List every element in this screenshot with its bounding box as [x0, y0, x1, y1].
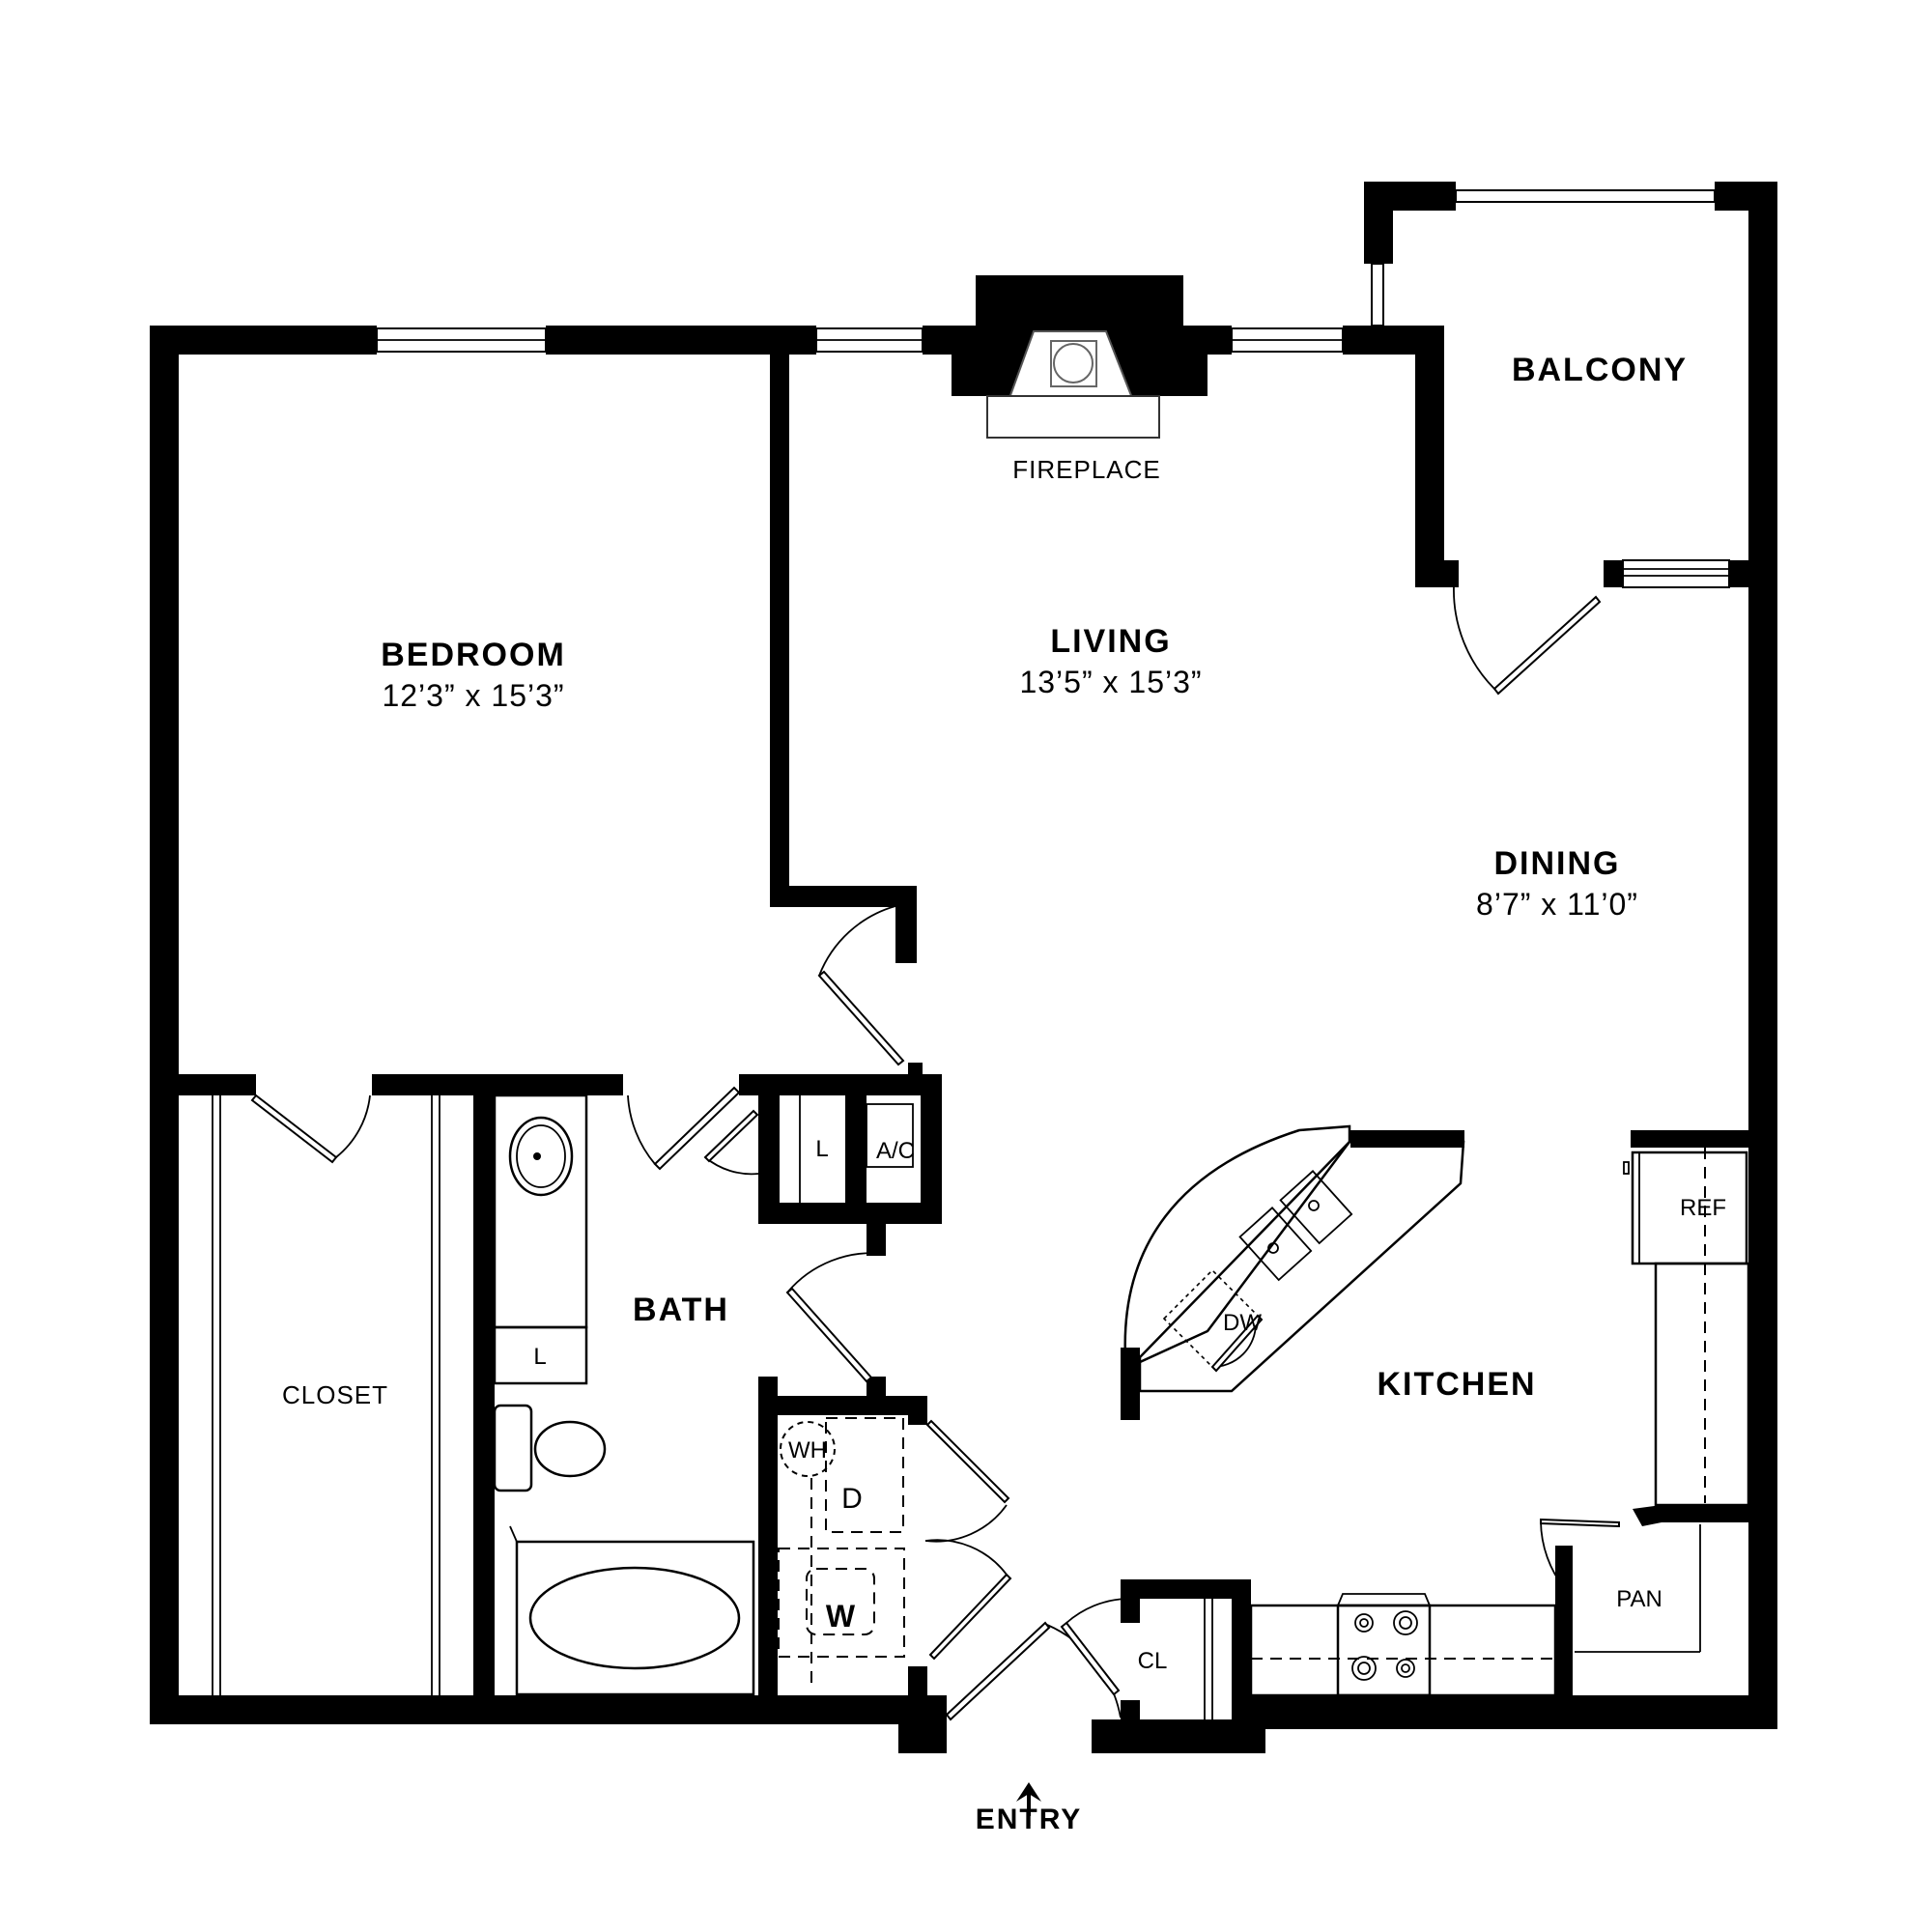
water-heater-label: WH — [788, 1437, 827, 1463]
entry-label: ENTRY — [975, 1804, 1083, 1835]
room-living: LIVING 13’5” x 15’3” — [1019, 621, 1202, 701]
dryer-label: D — [841, 1483, 863, 1515]
ac-unit-icon — [799, 1095, 914, 1203]
laundry-appliances — [778, 1417, 905, 1690]
kitchen-counter — [1123, 1124, 1465, 1393]
linen-closet-label: L — [815, 1136, 829, 1162]
room-bath: BATH — [633, 1292, 729, 1328]
room-name: DINING — [1493, 845, 1621, 882]
room-bedroom: BEDROOM 12’3” x 15’3” — [381, 635, 566, 715]
ac-label: A/C — [875, 1138, 916, 1164]
bath-fixtures — [493, 1094, 755, 1696]
windows — [376, 189, 1730, 588]
room-dimensions: 12’3” x 15’3” — [382, 677, 565, 713]
washer-label: W — [825, 1599, 856, 1634]
room-closet: CLOSET — [281, 1380, 389, 1409]
arrow-up-icon — [1016, 1782, 1041, 1816]
room-kitchen: KITCHEN — [1377, 1366, 1537, 1403]
closet-shelving — [212, 1095, 440, 1695]
room-dining: DINING 8’7” x 11’0” — [1476, 843, 1638, 923]
refrigerator-label: REF — [1680, 1195, 1726, 1221]
refrigerator-icon — [1623, 1148, 1750, 1507]
dishwasher-label: DW — [1223, 1310, 1262, 1336]
room-name: BEDROOM — [381, 637, 566, 673]
room-dimensions: 13’5” x 15’3” — [1019, 664, 1203, 699]
fireplace-icon — [986, 330, 1160, 439]
stove-burner-icon — [1351, 1610, 1418, 1681]
walls — [150, 182, 1777, 1753]
doors — [250, 585, 1620, 1721]
bath-linen-label: L — [533, 1344, 547, 1370]
pantry-shelf — [1575, 1524, 1701, 1653]
room-dimensions: 8’7” x 11’0” — [1476, 886, 1638, 922]
room-name: LIVING — [1050, 623, 1172, 660]
fireplace-label: FIREPLACE — [1012, 455, 1161, 484]
room-balcony: BALCONY — [1511, 352, 1689, 388]
pantry-label: PAN — [1616, 1586, 1662, 1612]
coat-closet-label: CL — [1137, 1648, 1168, 1674]
range-counter — [1204, 1593, 1557, 1719]
